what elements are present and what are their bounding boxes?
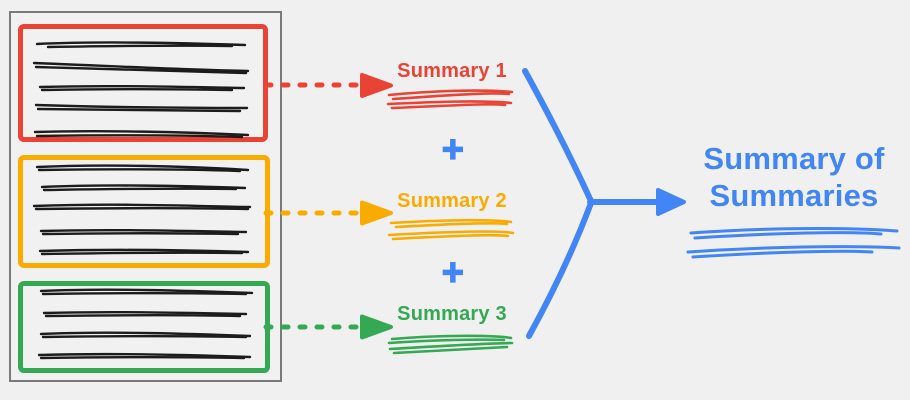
summary-1-scribble xyxy=(386,89,514,110)
dashed-arrow-green xyxy=(263,314,393,340)
merge-arrow-blue xyxy=(522,68,686,339)
merge-line-bottom xyxy=(526,200,594,339)
scribble-line xyxy=(386,100,513,106)
scribble-line xyxy=(691,249,874,259)
plus-icon: + xyxy=(441,128,465,171)
highlight-box-section-1 xyxy=(18,24,268,142)
scribble-line xyxy=(391,233,510,241)
dashed-arrow-red xyxy=(263,73,393,98)
scribble-line xyxy=(689,227,899,235)
result-label: Summary of Summaries xyxy=(703,141,885,213)
summary-2-label: Summary 2 xyxy=(397,190,507,212)
scribble-line xyxy=(686,245,901,254)
highlight-box-section-3 xyxy=(18,281,270,373)
dashed-arrow-orange xyxy=(263,200,393,226)
summary-3-scribble xyxy=(387,334,514,355)
scribble-line xyxy=(387,89,514,97)
scribble-line xyxy=(387,230,515,237)
scribble-line xyxy=(392,345,509,355)
merge-line-top xyxy=(522,68,594,204)
scribble-line xyxy=(390,334,513,341)
summary-3-label: Summary 3 xyxy=(397,303,507,325)
source-document xyxy=(9,11,282,382)
scribble-line xyxy=(390,103,507,110)
scribble-line xyxy=(389,218,513,225)
plus-icon: + xyxy=(441,251,465,294)
result-scribble xyxy=(686,227,901,259)
scribble-line xyxy=(394,221,509,229)
scribble-line xyxy=(388,341,514,351)
scribble-line xyxy=(693,231,883,240)
summary-2-scribble xyxy=(387,218,515,241)
scribble-line xyxy=(387,338,506,345)
scribble-line xyxy=(391,92,511,101)
summary-1-label: Summary 1 xyxy=(397,60,507,82)
highlight-box-section-2 xyxy=(18,155,270,268)
